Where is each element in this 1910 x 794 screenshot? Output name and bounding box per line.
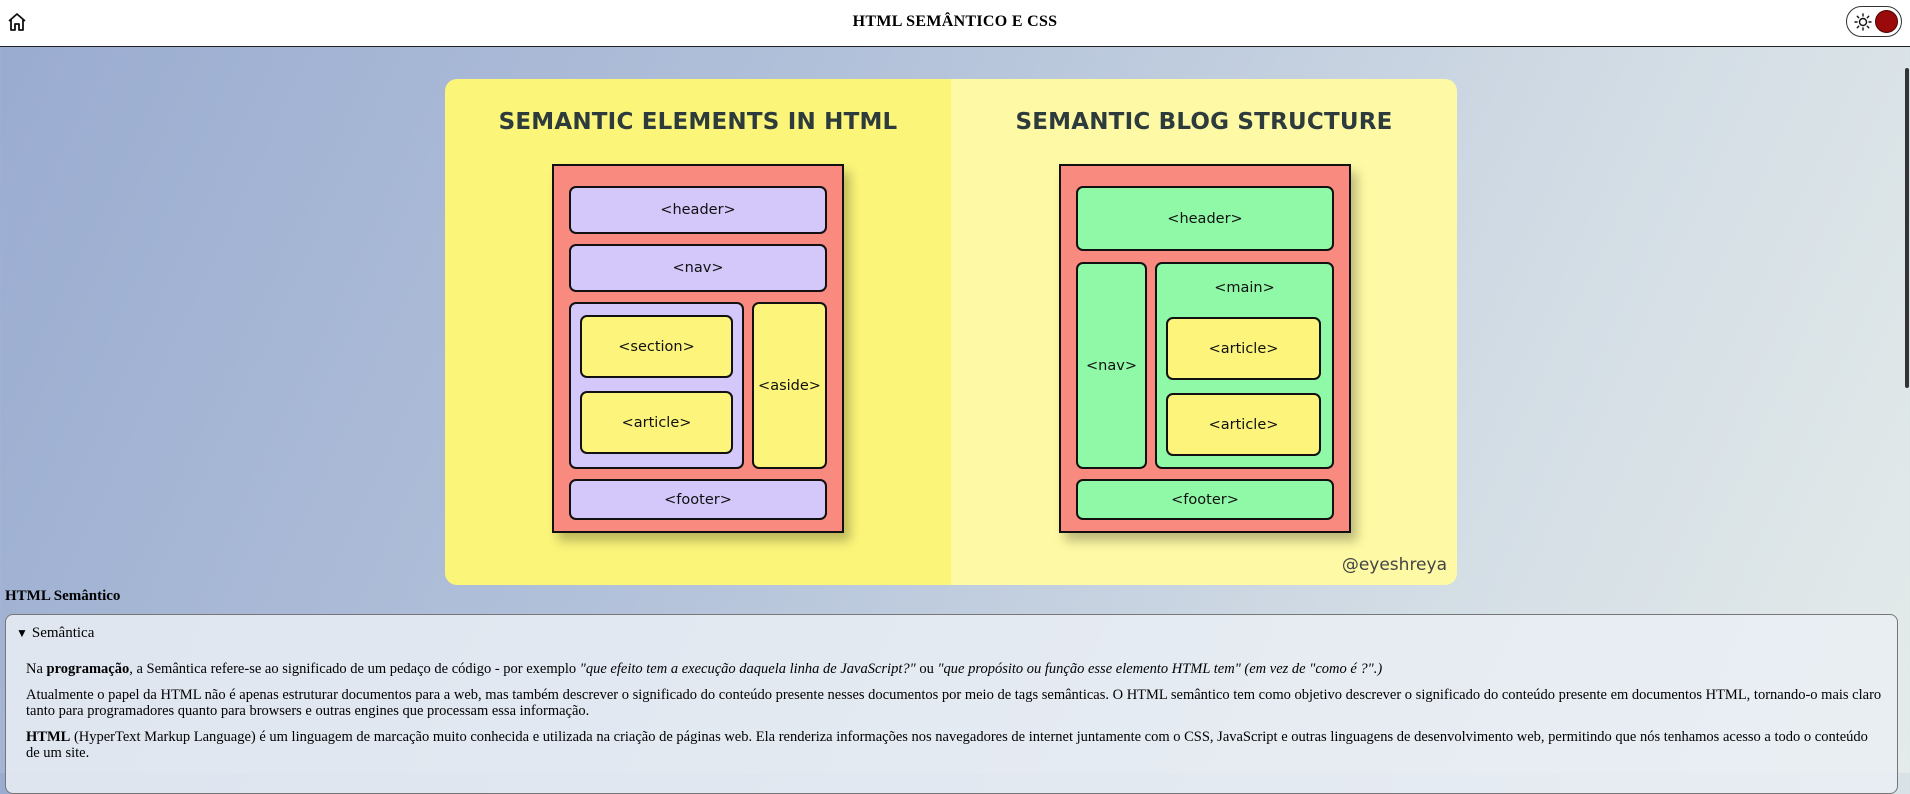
sun-icon (1854, 13, 1872, 31)
p3-text: (HyperText Markup Language) é um linguag… (26, 729, 1868, 761)
home-icon (8, 13, 26, 31)
toggle-knob (1875, 10, 1898, 33)
p1-text: ou (915, 661, 938, 677)
semantic-blog-panel: SEMANTIC BLOG STRUCTURE <header> <nav> <… (951, 79, 1457, 585)
semantic-elements-panel: SEMANTIC ELEMENTS IN HTML <header> <nav>… (445, 79, 951, 585)
p3-bold: HTML (26, 729, 71, 745)
main-label: <main> (1214, 280, 1275, 296)
article-block: <article> (1166, 317, 1321, 380)
top-bar: HTML SEMÂNTICO E CSS (0, 0, 1910, 47)
footer-block: <footer> (569, 479, 827, 520)
header-block: <header> (1076, 186, 1334, 251)
article-block: <article> (580, 391, 733, 454)
section-container: <section> <article> (569, 302, 744, 469)
section-heading: HTML Semântico (5, 588, 121, 604)
layout-frame: <header> <nav> <main> <article> <article… (1059, 164, 1351, 533)
p1-bold: programação (46, 661, 130, 677)
scrollbar-thumb[interactable] (1905, 68, 1909, 388)
summary-label: Semântica (31, 625, 95, 641)
article-block: <article> (1166, 393, 1321, 456)
p1-text: , a Semântica refere-se ao significado d… (129, 661, 580, 677)
paragraph-html-role: Atualmente o papel da HTML não é apenas … (26, 687, 1882, 719)
details-summary[interactable]: ▼Semântica (16, 625, 94, 642)
nav-block: <nav> (569, 244, 827, 292)
theme-toggle[interactable] (1846, 6, 1902, 37)
scrollbar[interactable] (1904, 48, 1910, 773)
expand-triangle-icon: ▼ (16, 626, 28, 640)
main-block: <main> <article> <article> (1155, 262, 1334, 469)
p1-text: Na (26, 661, 47, 677)
header-block: <header> (569, 186, 827, 234)
p1-quote: "que propósito ou função esse elemento H… (937, 661, 1383, 677)
panel-title: SEMANTIC ELEMENTS IN HTML (498, 109, 898, 135)
nav-block: <nav> (1076, 262, 1147, 469)
p1-quote: "que efeito tem a execução daquela linha… (579, 661, 916, 677)
section-block: <section> (580, 315, 733, 378)
paragraph-semantica: Na programação, a Semântica refere-se ao… (26, 661, 1884, 677)
aside-block: <aside> (752, 302, 827, 469)
semantica-details: ▼Semântica Na programação, a Semântica r… (5, 614, 1898, 794)
layout-frame: <header> <nav> <section> <article> <asid… (552, 164, 844, 533)
paragraph-html-definition: HTML (HyperText Markup Language) é um li… (26, 729, 1884, 761)
app-title: HTML SEMÂNTICO E CSS (852, 13, 1058, 30)
footer-block: <footer> (1076, 479, 1334, 520)
home-button[interactable] (5, 10, 29, 34)
semantic-html-infographic: SEMANTIC ELEMENTS IN HTML <header> <nav>… (445, 79, 1457, 585)
author-watermark: @eyeshreya (1341, 555, 1447, 575)
panel-title: SEMANTIC BLOG STRUCTURE (1015, 109, 1393, 135)
